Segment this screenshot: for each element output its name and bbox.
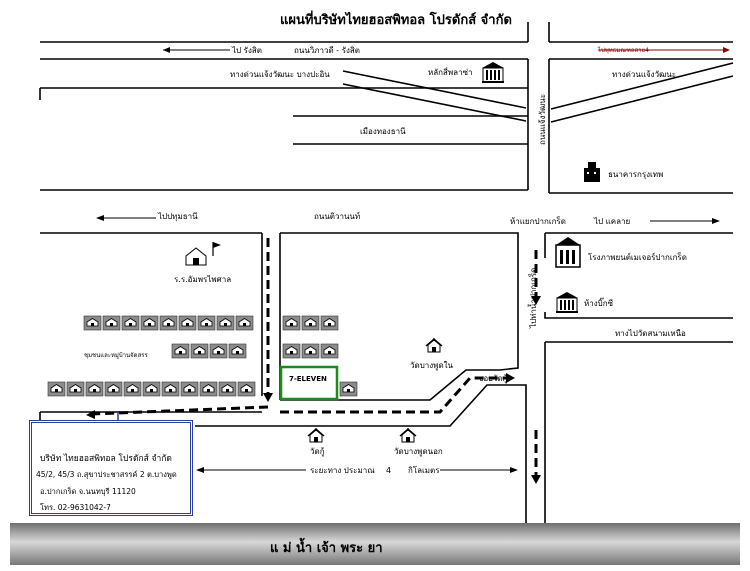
wat-bang-phut-nok-icon [399, 427, 417, 443]
label-seven-eleven: 7-ELEVEN [289, 375, 327, 383]
label-wat-ku: วัดกู้ [310, 447, 325, 457]
label-muang-thong: เมืองทองธานี [360, 127, 406, 136]
label-river: แ ม่ น้ำ เจ้า พระ ยา [270, 537, 383, 556]
chao-phraya-river [10, 523, 740, 565]
label-expressway-left: ทางด่วนแจ้งวัฒนะ บางปะอิน [230, 70, 330, 79]
company-address-1: 45/2, 45/3 ถ.สุขาประชาสรรค์ 2 ต.บางพูด [36, 470, 177, 479]
label-to-khae-rai: ไป แคลาย [593, 217, 630, 226]
cinema-icon [555, 237, 581, 268]
wat-bang-phut-nai-icon [425, 337, 443, 353]
label-vibhavadi: ถนนวิภาวดี - รังสิต [294, 46, 360, 55]
label-distance: ระยะทาง ประมาณ [310, 466, 375, 475]
label-chaengwattana-road: ถนนแจ้งวัฒนะ [538, 94, 547, 145]
label-soi-wat-ku: ซอยวัดกู้ [478, 374, 508, 384]
seven-eleven-box [279, 365, 339, 401]
company-info-box: บริษัท ไทยฮอสพิทอล โปรดักส์ จำกัด 45/2, … [29, 420, 193, 516]
school-icon [185, 242, 221, 266]
label-pakkret-junction: ห้าแยกปากเกร็ด [510, 216, 566, 226]
label-to-rangsit: ไป รังสิต [231, 46, 262, 55]
label-lak-si: หลักสี่พลาซ่า [428, 66, 473, 77]
bangkok-bank-icon [584, 162, 600, 182]
wat-ku-icon [307, 427, 325, 443]
label-to-pathum: ไปปทุมธานี [157, 212, 198, 221]
label-wat-bang-phut-nok: วัดบางพูดนอก [394, 447, 443, 457]
houses-row-1 [83, 315, 339, 331]
company-name: บริษัท ไทยฮอสพิทอล โปรดักส์ จำกัด [40, 454, 172, 464]
company-address-2: อ.ปากเกร็ด จ.นนทบุรี 11120 [40, 487, 136, 496]
label-wat-bang-phut-nai: วัดบางพูดใน [410, 361, 454, 371]
mall-icon [555, 291, 579, 314]
houses-row-2 [171, 343, 339, 359]
label-mall: ห้างบิ๊กซี [584, 297, 614, 308]
company-phone: โทร. 02-9631042-7 [40, 503, 111, 512]
label-expressway-right: ทางด่วนแจ้งวัฒนะ [612, 70, 676, 79]
lak-si-plaza-icon [481, 61, 505, 84]
label-distance-unit: กิโลเมตร [408, 465, 440, 475]
label-school: ร.ร.อัมพรไพศาล [174, 275, 231, 284]
label-distance-value: 4 [386, 466, 391, 475]
label-north-hospital-way: ทางไปวัดสนามเหนือ [615, 329, 686, 338]
map-title: แผนที่บริษัทไทยฮอสพิทอล โปรดักส์ จำกัด [280, 10, 512, 28]
label-bangkok-bank: ธนาคารกรุงเทพ [608, 170, 663, 179]
label-tiwanon-road: ถนนติวานนท์ [314, 211, 360, 221]
label-to-phutthamonthon: ไปพุทธมณฑลสาย4 [597, 46, 649, 54]
label-cinema: โรงภาพยนต์เมเจอร์ปากเกร็ด [588, 252, 687, 262]
label-village: ชุมชนและหมู่บ้านจัดสรร [84, 352, 148, 359]
